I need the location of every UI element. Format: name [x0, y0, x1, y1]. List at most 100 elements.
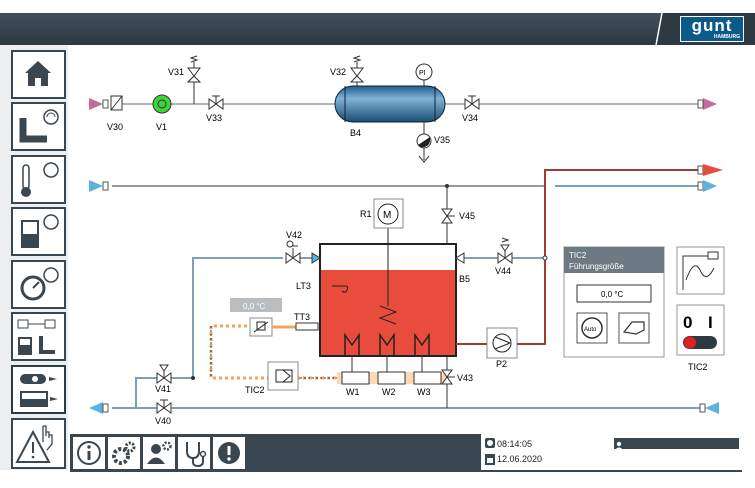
relief-valve-v32[interactable] — [349, 55, 365, 83]
label-w1: W1 — [346, 387, 360, 397]
info-button[interactable] — [72, 436, 106, 470]
pressure-vessel-b4 — [334, 80, 446, 123]
sidebar — [0, 45, 68, 470]
valve-v33[interactable] — [208, 95, 224, 110]
on-off-switch[interactable]: 0 I — [676, 304, 725, 356]
relief-valve-v31[interactable] — [186, 55, 202, 104]
sidebar-pressure-button[interactable] — [11, 260, 66, 309]
alarm-button[interactable] — [212, 436, 246, 470]
manual-mode-button[interactable] — [618, 312, 650, 344]
info-icon — [77, 441, 101, 465]
tank-inlet-v44: V44 — [455, 237, 548, 276]
label-b5: B5 — [459, 274, 470, 284]
tank-level-icon — [21, 214, 59, 248]
label-tic2-right: TIC2 — [688, 362, 708, 372]
valve-v42[interactable] — [285, 240, 301, 264]
heater-w3[interactable] — [413, 371, 442, 385]
label-v45: V45 — [459, 211, 475, 221]
sidebar-temperature-button[interactable] — [11, 155, 66, 204]
label-v31: V31 — [168, 67, 184, 77]
temperature-value: 0,0 °C — [243, 302, 266, 311]
valve-v43[interactable] — [441, 369, 455, 385]
valve-v44[interactable] — [497, 237, 513, 264]
pipe-flow-icon — [19, 109, 59, 143]
label-v30: V30 — [107, 122, 123, 132]
air-outlet-arrow — [703, 98, 717, 110]
cold-water-line: V45 — [89, 180, 717, 244]
sidebar-alarm-button[interactable] — [11, 418, 66, 469]
heater-w1[interactable] — [341, 371, 370, 385]
label-v35: V35 — [434, 135, 450, 145]
sidebar-tank-button[interactable] — [11, 207, 66, 256]
valve-v41[interactable] — [156, 364, 172, 384]
setpoint-input[interactable]: 0,0 °C — [576, 284, 652, 303]
diagnostics-button[interactable] — [177, 436, 211, 470]
label-v44: V44 — [495, 266, 511, 276]
process-diagram: V30 V1 V33 V31 V32 PI B4 V35 V34 V45 — [70, 45, 755, 433]
oil-circuit: W1 W2 W3 TT3 0,0 °C TIC2 — [209, 298, 447, 397]
setpoint-panel: TIC2 Führungsgröße 0,0 °C Auto — [563, 246, 665, 358]
date-value: 12.06.2020 — [497, 454, 543, 464]
sidebar-cascade-button[interactable] — [11, 312, 66, 361]
motor-r1[interactable]: M R1 — [360, 198, 404, 229]
clock-calendar-icon — [485, 438, 495, 465]
filter-v30[interactable] — [110, 95, 123, 111]
user-bar — [614, 438, 739, 450]
auto-label: Auto — [584, 327, 597, 333]
alert-icon — [218, 442, 240, 464]
valve-v34[interactable] — [464, 95, 480, 110]
gears-icon — [112, 441, 136, 465]
brand-logo: gunt HAMBURG — [680, 16, 744, 42]
drain-valve-v35[interactable] — [416, 122, 432, 163]
label-motor-m: M — [383, 210, 391, 221]
label-lt3: LT3 — [296, 281, 311, 291]
air-inlet-arrow — [89, 98, 103, 110]
label-v33: V33 — [206, 113, 222, 123]
settings-button[interactable] — [107, 436, 141, 470]
user-settings-button[interactable] — [142, 436, 176, 470]
cold-water-inlet-arrow — [89, 180, 103, 192]
setpoint-title: TIC2 — [569, 251, 587, 260]
brand-sub: HAMBURG — [713, 34, 740, 40]
label-v41: V41 — [155, 384, 171, 394]
sidebar-home-button[interactable] — [11, 50, 66, 99]
label-v34: V34 — [462, 113, 478, 123]
heater-w2[interactable] — [377, 371, 406, 385]
trend-chart-icon — [685, 265, 715, 281]
return-line: V41 V40 V43 — [89, 356, 719, 426]
cold-water-outlet-arrow — [703, 180, 717, 192]
cascade-icon — [17, 319, 56, 355]
auto-mode-button[interactable]: Auto — [576, 312, 608, 344]
sidebar-pipe-button[interactable] — [11, 102, 66, 151]
valve-v40[interactable] — [156, 399, 172, 414]
user-gear-icon — [147, 441, 172, 464]
label-pi: PI — [419, 70, 426, 77]
label-v1: V1 — [156, 122, 167, 132]
tank-inlet-v42: V42 — [192, 230, 321, 380]
pump-v1[interactable] — [152, 94, 172, 114]
label-r1: R1 — [360, 209, 372, 219]
pump-p2[interactable]: P2 — [456, 327, 518, 369]
label-v42: V42 — [286, 230, 302, 240]
user-display — [611, 434, 742, 470]
label-v40: V40 — [155, 416, 171, 426]
controller-tic2[interactable]: TIC2 — [245, 361, 299, 395]
trend-button[interactable] — [676, 246, 725, 295]
switch-indicator — [684, 336, 696, 349]
title-bar: gunt HAMBURG — [0, 13, 755, 45]
return-inlet-arrow — [705, 402, 719, 414]
switch-off-label: 0 — [683, 313, 692, 332]
hand-icon — [622, 321, 645, 335]
temperature-readout: 0,0 °C — [230, 298, 282, 312]
pressure-gauge-icon — [20, 267, 59, 301]
stethoscope-icon — [186, 442, 207, 468]
valve-v45[interactable] — [441, 208, 455, 224]
process-plant-icon — [20, 374, 58, 407]
user-icon — [615, 441, 623, 450]
brand-name: gunt — [691, 16, 733, 35]
label-b4: B4 — [350, 128, 361, 138]
tank-b5: LT3 B5 — [296, 226, 470, 357]
hot-water-outlet-arrow — [703, 164, 723, 176]
sidebar-process-button[interactable] — [11, 365, 66, 414]
label-w2: W2 — [382, 387, 396, 397]
